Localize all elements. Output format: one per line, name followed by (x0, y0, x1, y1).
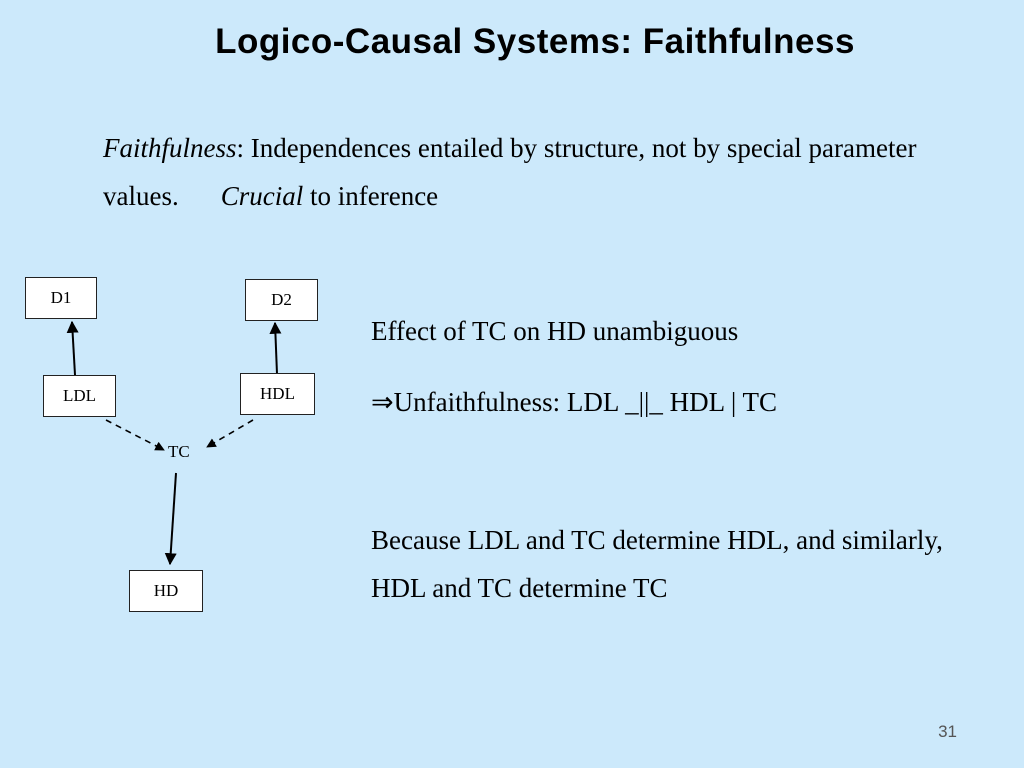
emphasis-tail: to inference (303, 181, 439, 211)
edge-hdl-tc (206, 419, 254, 448)
edge-ldl-d1 (66, 320, 79, 376)
page-number: 31 (938, 722, 957, 741)
node-ldl: LDL (43, 375, 116, 417)
edge-ldl-tc (105, 419, 165, 451)
node-d1: D1 (25, 277, 97, 319)
definition-text: : Independences entailed by structure, n… (103, 133, 917, 211)
effect-note: Effect of TC on HD unambiguous (371, 316, 739, 346)
edge-hdl-d2 (269, 321, 282, 375)
node-d2: D2 (245, 279, 318, 321)
because-note: Because LDL and TC determine HDL, and si… (371, 525, 943, 603)
unfaithfulness-note: ⇒Unfaithfulness: LDL _||_ HDL | TC (371, 378, 777, 426)
node-hd: HD (129, 570, 203, 612)
edge-tc-hd (164, 472, 177, 566)
implies-symbol: ⇒ (371, 387, 394, 417)
node-tc: TC (168, 442, 190, 461)
slide-title: Logico-Causal Systems: Faithfulness (215, 22, 855, 61)
faithfulness-definition: Faithfulness: Independences entailed by … (103, 124, 983, 220)
emphasis-crucial: Crucial (220, 181, 304, 211)
node-hdl: HDL (240, 373, 315, 415)
unfaithfulness-text: Unfaithfulness: LDL _||_ HDL | TC (393, 387, 778, 417)
term-faithfulness: Faithfulness (103, 133, 237, 163)
